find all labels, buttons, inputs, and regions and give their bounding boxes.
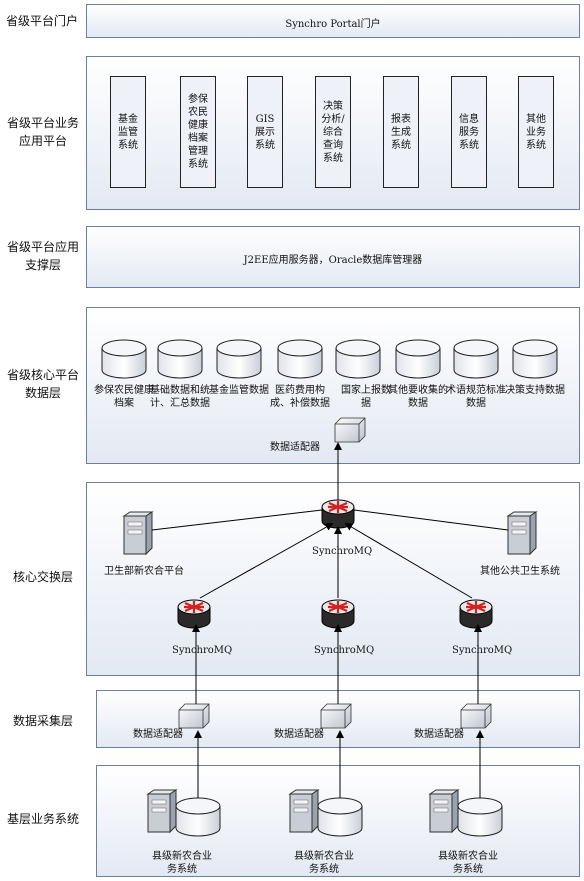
support-text: J2EE应用服务器，Oracle数据库管理器: [243, 255, 423, 266]
layer-label-core-data-line2: 数据层: [24, 386, 61, 400]
app-label: 其他业务系统: [526, 113, 546, 151]
arrow-connector: [344, 522, 473, 599]
app-label: 决策分析/综合查询系统: [321, 100, 345, 164]
database-icon: [157, 339, 203, 379]
app-box-gis: GIS展示系统: [247, 76, 283, 188]
data-adapter-icon: [178, 703, 210, 729]
app-label: GIS展示系统: [255, 113, 275, 151]
layer-label-business-line1: 省级平台业务: [6, 116, 79, 130]
arrow-connector: [199, 523, 334, 599]
server-label: 卫生部新农合平台: [104, 566, 184, 577]
layer-portal: Synchro Portal门户: [86, 4, 580, 38]
layer-label-collection: 数据采集层: [12, 714, 73, 728]
adapter-label: 数据适配器: [270, 442, 320, 453]
server-icon: [429, 789, 459, 833]
layer-label-core-data-line1: 省级核心平台: [6, 368, 79, 382]
db-label: 基金监管数据: [209, 385, 269, 396]
db-label: 决策支持数据: [505, 385, 565, 396]
server-icon: [123, 511, 153, 555]
database-icon: [317, 797, 363, 837]
data-adapter-icon: [320, 703, 352, 729]
db-label: 基础数据和统计、汇总数据: [150, 385, 210, 409]
database-icon: [395, 339, 441, 379]
router-label: SynchroMQ: [314, 645, 375, 656]
database-icon: [216, 339, 262, 379]
link-line: [151, 509, 323, 531]
adapter-label: 数据适配器: [414, 729, 464, 740]
portal-text: Synchro Portal门户: [285, 19, 381, 30]
app-box-other-business: 其他业务系统: [518, 76, 554, 188]
link-line: [353, 509, 509, 531]
app-label: 参保农民健康档案管理系统: [188, 94, 208, 170]
base-system-label: 县级新农合业务系统: [438, 851, 498, 875]
layer-support: J2EE应用服务器，Oracle数据库管理器: [86, 226, 580, 288]
adapter-label: 数据适配器: [133, 729, 183, 740]
data-adapter-icon: [334, 417, 366, 443]
database-icon: [335, 339, 381, 379]
layer-label-core-data: 省级核心平台 数据层: [2, 366, 84, 402]
layer-core-data: [86, 307, 580, 464]
layer-label-base: 基层业务系统: [6, 812, 79, 826]
layer-label-support: 省级平台应用 支撑层: [2, 238, 84, 274]
app-label: 信息服务系统: [459, 113, 479, 151]
layer-label-exchange: 核心交换层: [12, 570, 73, 584]
app-box-report: 报表生成系统: [383, 76, 419, 188]
router-icon: [320, 598, 356, 630]
layer-label-business-line2: 应用平台: [18, 134, 67, 148]
layer-label-business: 省级平台业务 应用平台: [2, 114, 84, 150]
database-icon: [457, 797, 503, 837]
db-label: 国家上报数据: [341, 385, 391, 409]
router-icon: [176, 598, 212, 630]
app-label: 报表生成系统: [391, 113, 411, 151]
layer-label-support-line1: 省级平台应用: [6, 240, 79, 254]
base-system-label: 县级新农合业务系统: [152, 851, 212, 875]
router-label: SynchroMQ: [452, 645, 513, 656]
app-label: 基金监管系统: [118, 113, 138, 151]
app-box-info-service: 信息服务系统: [451, 76, 487, 188]
db-label: 医药费用构成、补偿数据: [270, 385, 330, 409]
database-icon: [453, 339, 499, 379]
server-label: 其他公共卫生系统: [480, 566, 560, 577]
database-icon: [175, 797, 221, 837]
db-label: 术语规范标准数据: [446, 385, 506, 409]
server-icon: [289, 789, 319, 833]
router-icon: [458, 598, 494, 630]
layer-label-portal: 省级平台门户: [5, 14, 78, 28]
server-icon: [507, 511, 537, 555]
router-label: SynchroMQ: [312, 546, 373, 557]
base-system-label: 县级新农合业务系统: [294, 851, 354, 875]
app-box-health-records: 参保农民健康档案管理系统: [180, 76, 216, 188]
db-label: 参保农民健康档案: [94, 385, 154, 409]
server-icon: [147, 789, 177, 833]
adapter-label: 数据适配器: [274, 729, 324, 740]
db-label: 其他要收集的数据: [388, 385, 448, 409]
layer-label-support-line2: 支撑层: [24, 258, 61, 272]
app-box-fund-supervision: 基金监管系统: [110, 76, 146, 188]
database-icon: [512, 339, 558, 379]
database-icon: [101, 339, 147, 379]
data-adapter-icon: [460, 703, 492, 729]
router-label: SynchroMQ: [172, 645, 233, 656]
database-icon: [277, 339, 323, 379]
router-icon: [320, 498, 356, 530]
app-box-decision-query: 决策分析/综合查询系统: [315, 76, 351, 188]
